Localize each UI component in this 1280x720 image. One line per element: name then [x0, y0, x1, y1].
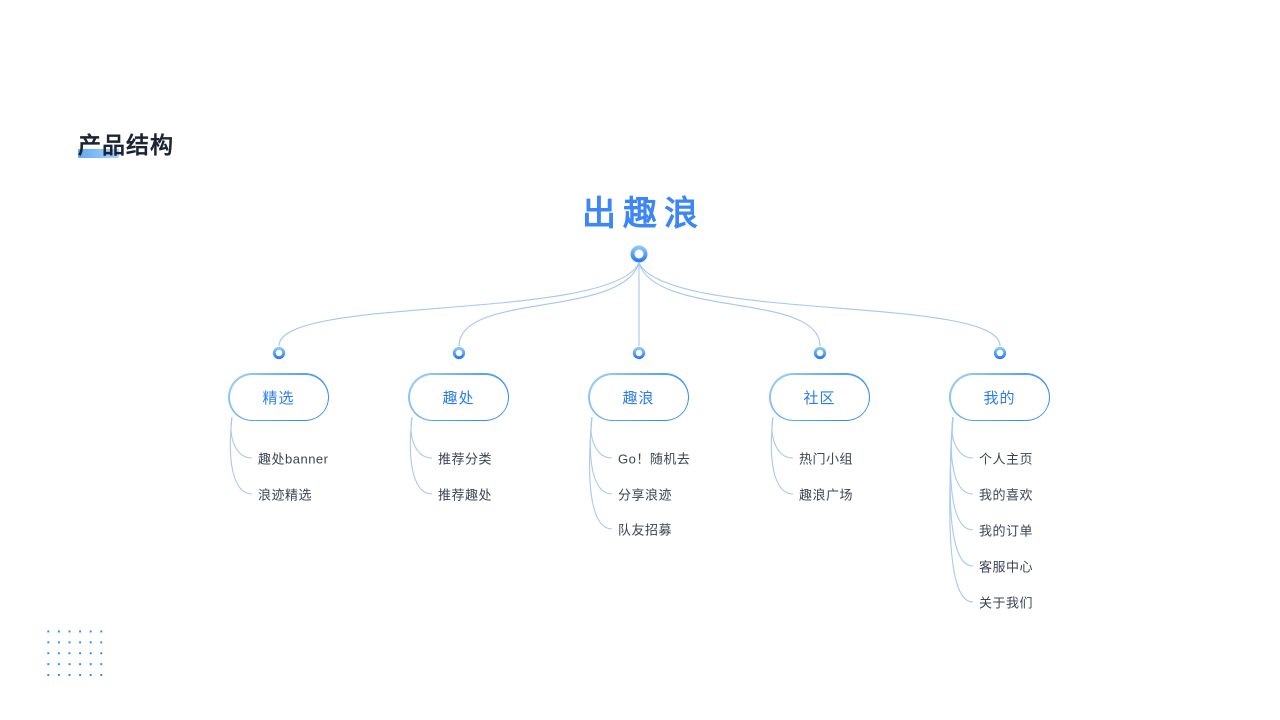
leaf-label: 我的订单 — [979, 523, 1034, 539]
leaf-label: 推荐趣处 — [438, 487, 493, 503]
branch-node-label: 趣浪 — [589, 374, 688, 420]
leaf-label: 个人主页 — [979, 451, 1034, 467]
dot-grid-decoration — [41, 624, 106, 679]
leaf-label: 客服中心 — [979, 559, 1034, 575]
root-node-label: 出趣浪 — [582, 195, 705, 233]
page-title-block: 产品结构 — [78, 126, 174, 160]
leaf-label: 推荐分类 — [438, 451, 493, 467]
branch-ring-icon — [452, 346, 466, 360]
leaf-label: 热门小组 — [799, 451, 854, 467]
branch-node-fun-places: 趣处 — [408, 373, 509, 421]
title-highlight-bar — [78, 149, 119, 158]
branch-node-label: 社区 — [770, 374, 869, 420]
branch-ring-icon — [813, 346, 827, 360]
branch-node-mine: 我的 — [949, 373, 1050, 421]
node-rings — [272, 245, 1007, 360]
root-branch-curves — [278, 262, 1001, 347]
branch-node-label: 我的 — [950, 374, 1049, 420]
curve-to-branch-4 — [638, 262, 821, 347]
leaf-label: 关于我们 — [979, 595, 1034, 611]
curve-to-branch-5 — [638, 262, 1001, 347]
curve-to-branch-1 — [278, 262, 640, 347]
leaf-label: 分享浪迹 — [618, 487, 673, 503]
branch-node-community: 社区 — [769, 373, 870, 421]
branch-node-featured: 精选 — [228, 373, 329, 421]
leaf-label: 浪迹精选 — [258, 487, 313, 503]
branch-node-label: 趣处 — [409, 374, 508, 420]
leaf-label: 我的喜欢 — [979, 487, 1034, 503]
leaf-label: 队友招募 — [618, 522, 673, 538]
page-title: 产品结构 — [78, 132, 174, 158]
root-ring-icon — [630, 245, 648, 263]
branch-leaf-curves — [229, 416, 974, 603]
leaf-label: 趣处banner — [258, 451, 329, 467]
branch-node-label: 精选 — [229, 374, 328, 420]
branch-node-qulang: 趣浪 — [588, 373, 689, 421]
leaf-label: Go！随机去 — [618, 451, 691, 467]
curve-to-branch-2 — [458, 262, 640, 347]
branch-ring-icon — [632, 346, 646, 360]
leaf-label: 趣浪广场 — [799, 487, 854, 503]
branch-ring-icon — [993, 346, 1007, 360]
branch-ring-icon — [272, 346, 286, 360]
